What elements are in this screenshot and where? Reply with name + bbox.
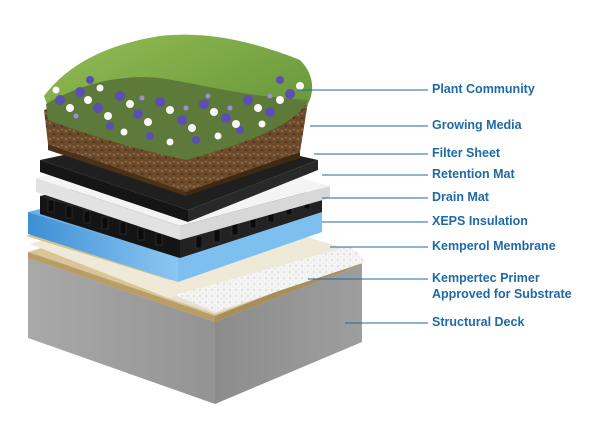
label-drain-mat: Drain Mat [432, 190, 489, 204]
label-filter-sheet: Filter Sheet [432, 146, 501, 160]
label-plant-community: Plant Community [432, 82, 535, 96]
label-kemperol-membrane: Kemperol Membrane [432, 239, 556, 253]
label-kempertec-primer: Kempertec Primer [432, 271, 540, 285]
label-structural-deck: Structural Deck [432, 315, 525, 329]
plant-community-layer [44, 34, 313, 160]
leader-lines [298, 89, 428, 324]
label-kempertec-primer-line2: Approved for Substrate [432, 287, 572, 301]
label-retention-mat: Retention Mat [432, 167, 515, 181]
label-xeps-insulation: XEPS Insulation [432, 214, 528, 228]
flower-clusters [52, 76, 304, 146]
label-growing-media: Growing Media [432, 118, 522, 132]
